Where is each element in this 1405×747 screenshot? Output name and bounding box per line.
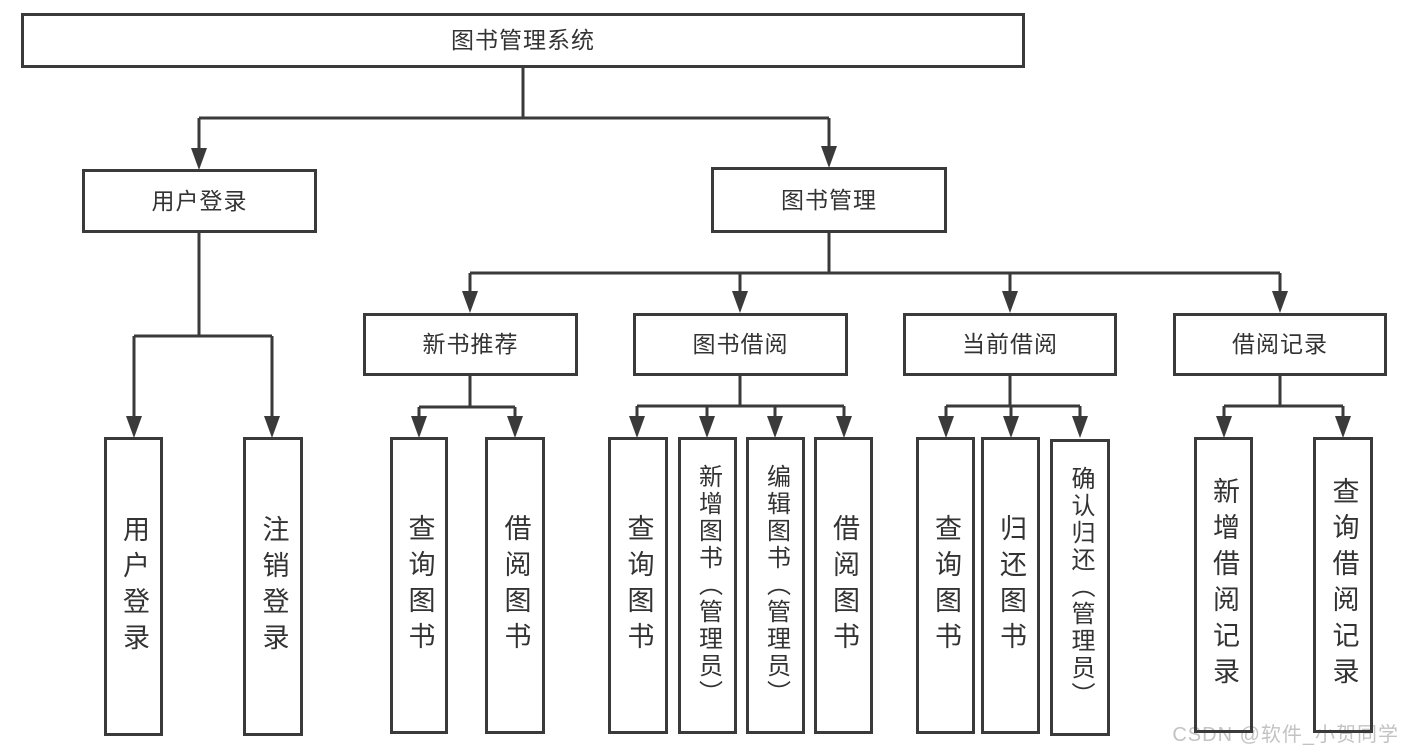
node-borrowing-records: 借阅记录	[1173, 313, 1387, 376]
leaf-query-books-3: 查询图书	[916, 437, 975, 734]
leaf-return-books: 归还图书	[981, 437, 1040, 734]
node-library-system: 图书管理系统	[21, 13, 1025, 68]
leaf-add-borrow-record: 新增借阅记录	[1194, 437, 1253, 733]
leaf-user-login: 用户登录	[104, 437, 163, 736]
leaf-query-books-2: 查询图书	[608, 437, 668, 734]
node-book-management: 图书管理	[711, 167, 947, 233]
node-user-login: 用户登录	[82, 169, 317, 233]
leaf-query-books-1: 查询图书	[390, 437, 448, 734]
leaf-edit-books-admin: 编辑图书（管理员）	[746, 437, 805, 734]
node-current-borrowing: 当前借阅	[903, 313, 1117, 376]
leaf-borrow-books-2: 借阅图书	[814, 437, 873, 734]
leaf-borrow-books-1: 借阅图书	[485, 437, 545, 734]
leaf-query-borrow-record: 查询借阅记录	[1313, 437, 1373, 733]
leaf-add-books-admin: 新增图书（管理员）	[678, 437, 737, 734]
leaf-logout: 注销登录	[243, 437, 303, 736]
node-new-book-recommend: 新书推荐	[363, 313, 578, 376]
node-book-borrowing: 图书借阅	[633, 313, 848, 376]
csdn-watermark: CSDN @软件_小贺同学	[1172, 724, 1399, 746]
leaf-confirm-return-admin: 确认归还（管理员）	[1050, 439, 1110, 736]
arrowheads	[126, 146, 1351, 438]
